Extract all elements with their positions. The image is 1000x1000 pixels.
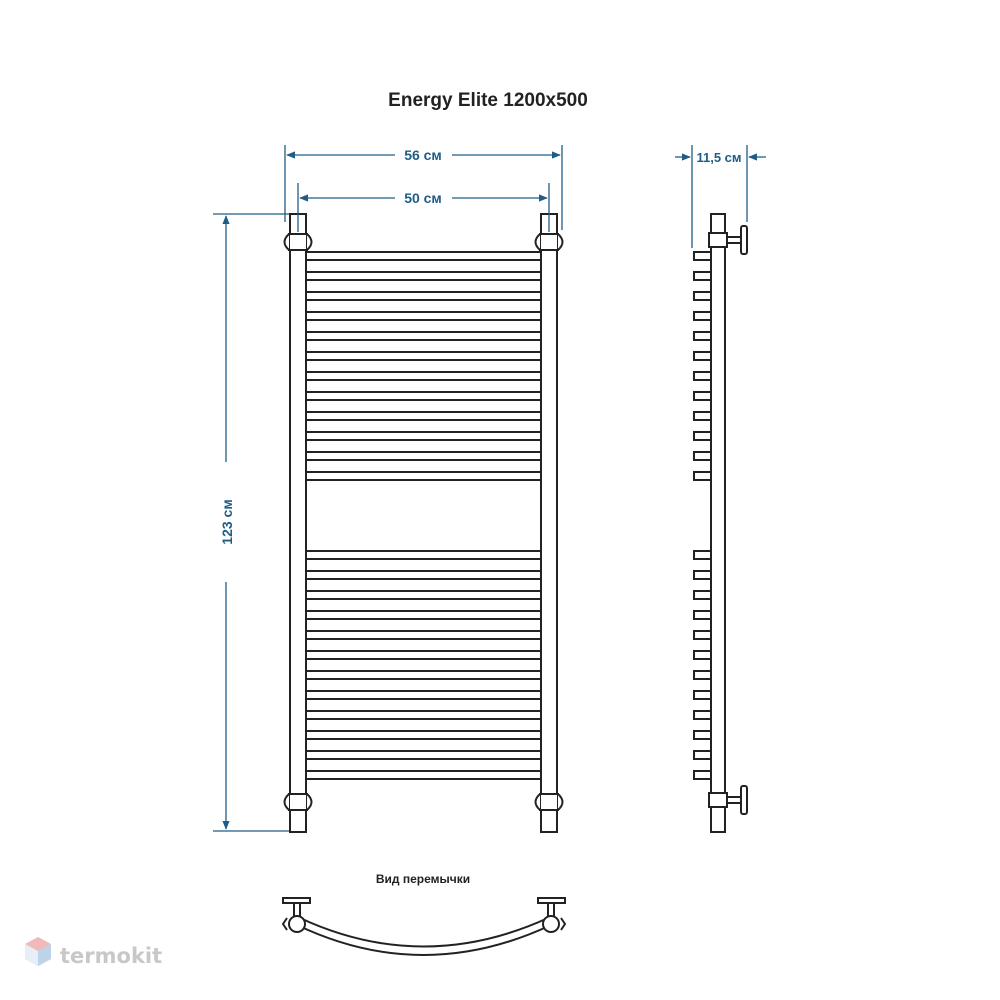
side-top-arm [726,236,742,244]
side-rail-stub [693,431,712,441]
side-rail-stub [693,271,712,281]
bridge-left-stem [293,902,301,918]
side-rail-stub [693,451,712,461]
watermark: termokit [25,937,162,968]
bridge-left-nut [281,917,288,931]
heating-rail [303,670,543,680]
side-rail-stub [693,570,712,580]
heating-rail [303,311,543,321]
side-rail-stub [693,331,712,341]
top-left-collar [288,233,308,251]
bridge-right-post [542,915,560,933]
heating-rail [303,590,543,600]
bottom-left-collar [288,793,308,811]
heating-rail [303,550,543,560]
bottom-left-nut [283,793,290,811]
bridge-left-post [288,915,306,933]
heating-rail [303,411,543,421]
side-rail-stub [693,650,712,660]
side-rail-stub [693,471,712,481]
side-rail-stub [693,750,712,760]
heating-rail [303,750,543,760]
side-rail-stub [693,610,712,620]
side-rail-stub [693,670,712,680]
heating-rail [303,291,543,301]
side-rail-stub [693,550,712,560]
side-top-flange [740,225,748,255]
left-post [289,213,307,833]
dim-center-width: 50 см [297,183,550,232]
top-right-nut-r [557,233,564,251]
top-right-nut [534,233,541,251]
side-rail-stub [693,291,712,301]
heating-rail [303,730,543,740]
bridge-caption: Вид перемычки [376,872,470,886]
dim-height: 123 см [213,213,289,832]
heating-rail [303,770,543,780]
watermark-text: termokit [60,944,162,968]
heating-rail [303,630,543,640]
side-bottom-flange [740,785,748,815]
heating-rail [303,610,543,620]
heating-rail [303,431,543,441]
side-rail-stub [693,251,712,261]
right-post [540,213,558,833]
bottom-right-nut-r [557,793,564,811]
center-width-label: 50 см [404,190,442,206]
side-rail-stub [693,371,712,381]
front-rails [303,251,543,780]
product-title: Energy Elite 1200x500 [388,90,588,111]
side-rail-stub [693,730,712,740]
heating-rail [303,371,543,381]
side-rail-stub [693,770,712,780]
side-rail-stub [693,351,712,361]
side-top-collar [708,232,728,248]
height-label: 123 см [219,499,235,544]
side-rail-stub [693,710,712,720]
bridge-bow-outer [296,924,552,956]
heating-rail [303,471,543,481]
side-rail-stub [693,690,712,700]
bottom-right-collar [539,793,559,811]
heating-rail [303,391,543,401]
dim-depth: 11,5 см [675,145,766,248]
bottom-right-nut [534,793,541,811]
side-rail-stub [693,411,712,421]
bridge-bow-inner [299,917,549,948]
side-rail-stub [693,311,712,321]
side-rail-stubs [693,251,712,780]
top-right-collar [539,233,559,251]
heating-rail [303,251,543,261]
heating-rail [303,351,543,361]
heating-rail [303,271,543,281]
top-left-nut-r [306,233,313,251]
heating-rail [303,710,543,720]
side-rail-stub [693,391,712,401]
side-bottom-arm [726,796,742,804]
depth-label: 11,5 см [696,150,741,165]
bottom-left-nut-r [306,793,313,811]
side-bottom-collar [708,792,728,808]
top-left-nut [283,233,290,251]
bridge-right-stem [547,902,555,918]
dim-outer-width: 56 см [284,145,563,230]
side-rail-stub [693,630,712,640]
outer-width-label: 56 см [404,147,442,163]
front-view [283,213,564,833]
heating-rail [303,650,543,660]
side-view [693,213,748,833]
heating-rail [303,331,543,341]
side-post [710,213,726,833]
bridge-view [281,897,567,956]
heating-rail [303,570,543,580]
heating-rail [303,690,543,700]
side-rail-stub [693,590,712,600]
bridge-right-nut [560,917,567,931]
heating-rail [303,451,543,461]
